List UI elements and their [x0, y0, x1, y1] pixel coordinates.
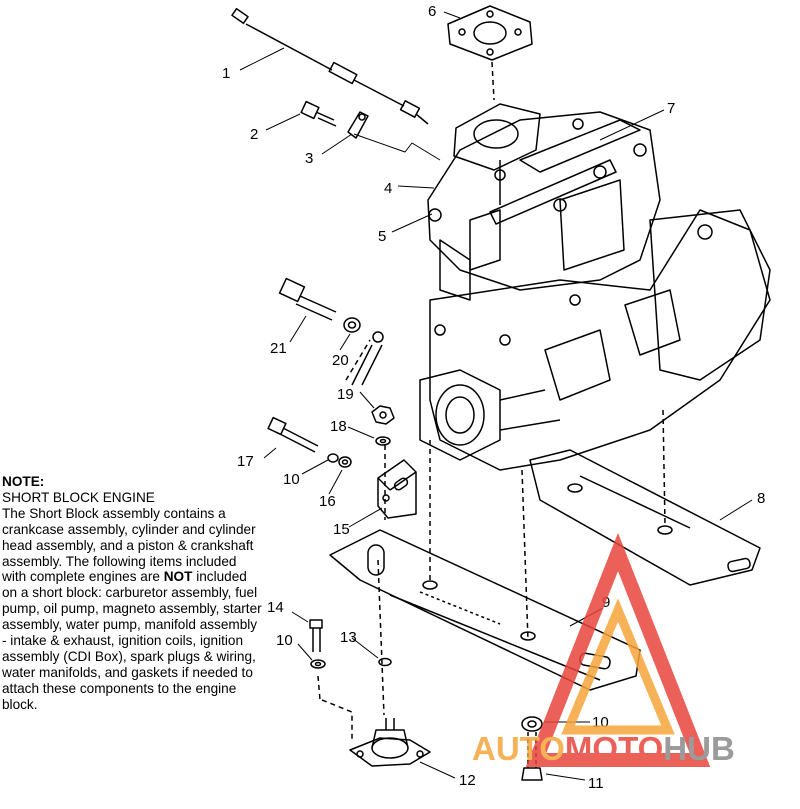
part-19-nut: [371, 405, 395, 425]
callout-1: 1: [222, 65, 230, 82]
callout-14: 14: [267, 599, 284, 616]
part-10-washer-lower: [310, 659, 326, 669]
callout-9: 9: [602, 594, 610, 611]
part-16-washer: [338, 456, 352, 468]
note-text-before: The Short Block assembly contains a cran…: [2, 505, 256, 585]
part-13-washer: [378, 657, 392, 667]
automotohub-watermark: AUTOMOTOHUB: [472, 532, 735, 767]
part-15-bracket: [377, 459, 417, 519]
svg-text:AUTOMOTOHUB: AUTOMOTOHUB: [472, 730, 735, 767]
short-block-note: NOTE: SHORT BLOCK ENGINE The Short Block…: [2, 474, 264, 713]
leader-lines: [239, 11, 753, 781]
callout-6: 6: [428, 3, 436, 20]
callout-11: 11: [588, 775, 604, 792]
note-heading: NOTE:: [2, 474, 45, 489]
callout-13: 13: [340, 629, 357, 646]
watermark-moto: MOTO: [565, 730, 663, 767]
engine-cylinder-block: [419, 209, 771, 471]
part-17-bolt: [267, 416, 319, 453]
callout-3: 3: [305, 150, 313, 167]
callout-16: 16: [319, 493, 336, 510]
part-21-bolt: [278, 277, 337, 321]
alignment-guides: [317, 339, 666, 740]
callout-21: 21: [270, 340, 287, 357]
watermark-hub: HUB: [663, 730, 735, 767]
callout-15: 15: [333, 521, 350, 538]
part-1-cable: [231, 7, 429, 125]
part-10-washer-upper: [327, 453, 339, 463]
note-text-after: included on a short block: carburetor as…: [2, 569, 262, 712]
part-20-washer: [343, 317, 384, 386]
engine-cylinder-head: [427, 103, 661, 301]
callout-5: 5: [378, 228, 386, 245]
callout-12: 12: [459, 772, 476, 789]
callout-18: 18: [330, 418, 347, 435]
part-14-bolt: [309, 619, 323, 652]
part-8-mount-plate: [529, 449, 761, 586]
callout-19: 19: [337, 386, 354, 403]
watermark-auto: AUTO: [472, 730, 565, 767]
callout-10-lower: 10: [276, 632, 293, 649]
callout-10-upper: 10: [283, 471, 300, 488]
part-10-washer-right: [521, 716, 543, 732]
note-subheading: SHORT BLOCK ENGINE: [2, 489, 155, 505]
part-2-bolt: [300, 100, 337, 127]
part-6-gasket: [447, 5, 533, 61]
part-12-rubber-mount: [349, 718, 431, 767]
callout-8: 8: [757, 490, 765, 507]
part-3-bracket: [347, 111, 369, 139]
part-18-washer: [375, 436, 391, 446]
callout-20: 20: [332, 352, 349, 369]
callout-4: 4: [384, 180, 392, 197]
callout-2: 2: [250, 126, 258, 143]
note-body: The Short Block assembly contains a cran…: [2, 506, 264, 713]
note-emphasis: NOT: [163, 569, 193, 585]
callout-17: 17: [237, 453, 254, 470]
callout-7: 7: [667, 100, 675, 117]
watermark-triangle-icon: [525, 532, 711, 767]
